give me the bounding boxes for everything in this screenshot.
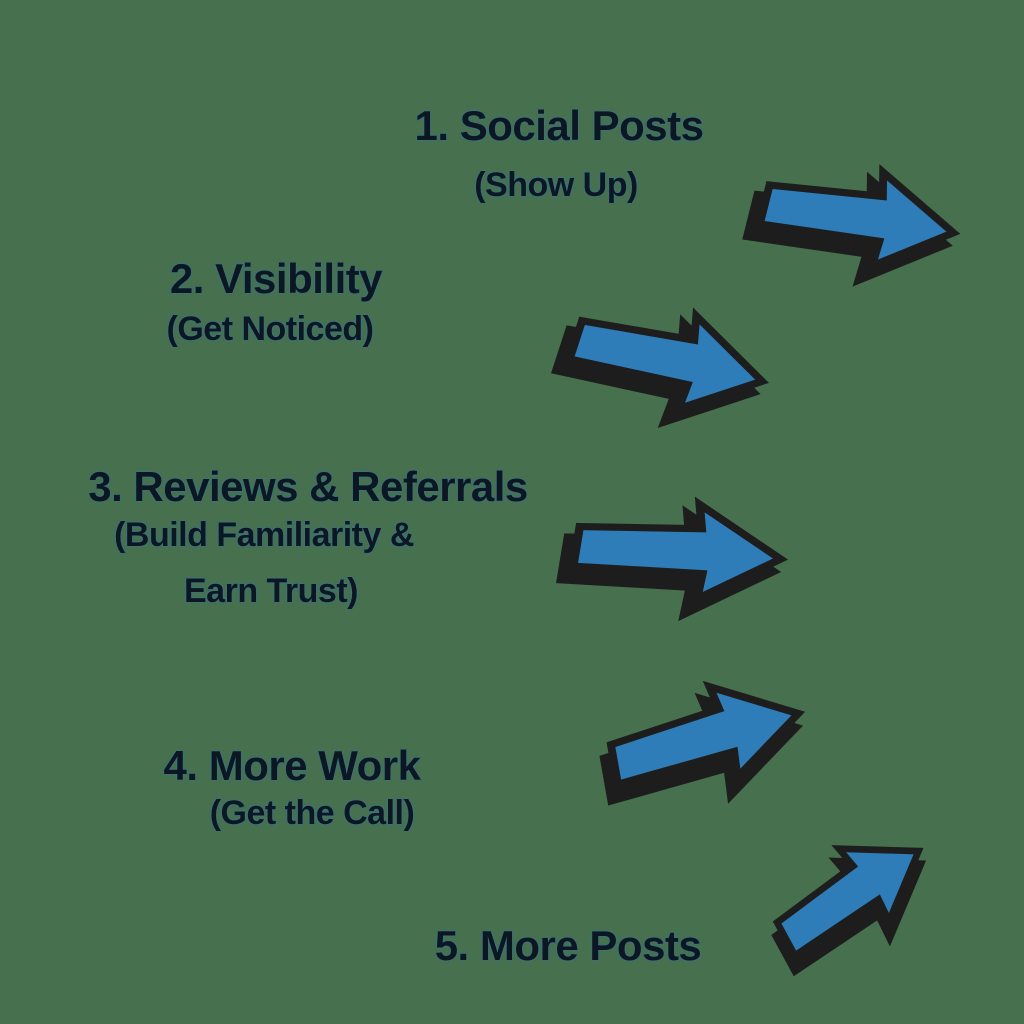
arrow-right-icon [556, 484, 796, 622]
step-3-subtitle-line-1: (Build Familiarity & [114, 516, 414, 554]
step-3-title: 3. Reviews & Referrals [88, 463, 528, 510]
arrow-right-icon [590, 653, 824, 823]
arrow-right-icon [551, 278, 786, 442]
step-4-title: 4. More Work [163, 742, 421, 789]
arrow-right-icon [742, 142, 973, 293]
step-2-subtitle: (Get Noticed) [166, 310, 374, 348]
step-4-subtitle: (Get the Call) [209, 794, 415, 832]
step-1-subtitle: (Show Up) [474, 166, 638, 204]
step-5-title: 5. More Posts [434, 922, 702, 969]
step-3-subtitle-line-2: Earn Trust) [184, 572, 358, 610]
arrow-right-icon [749, 799, 957, 988]
step-2-title: 2. Visibility [169, 255, 383, 302]
step-1-title: 1. Social Posts [414, 102, 704, 149]
